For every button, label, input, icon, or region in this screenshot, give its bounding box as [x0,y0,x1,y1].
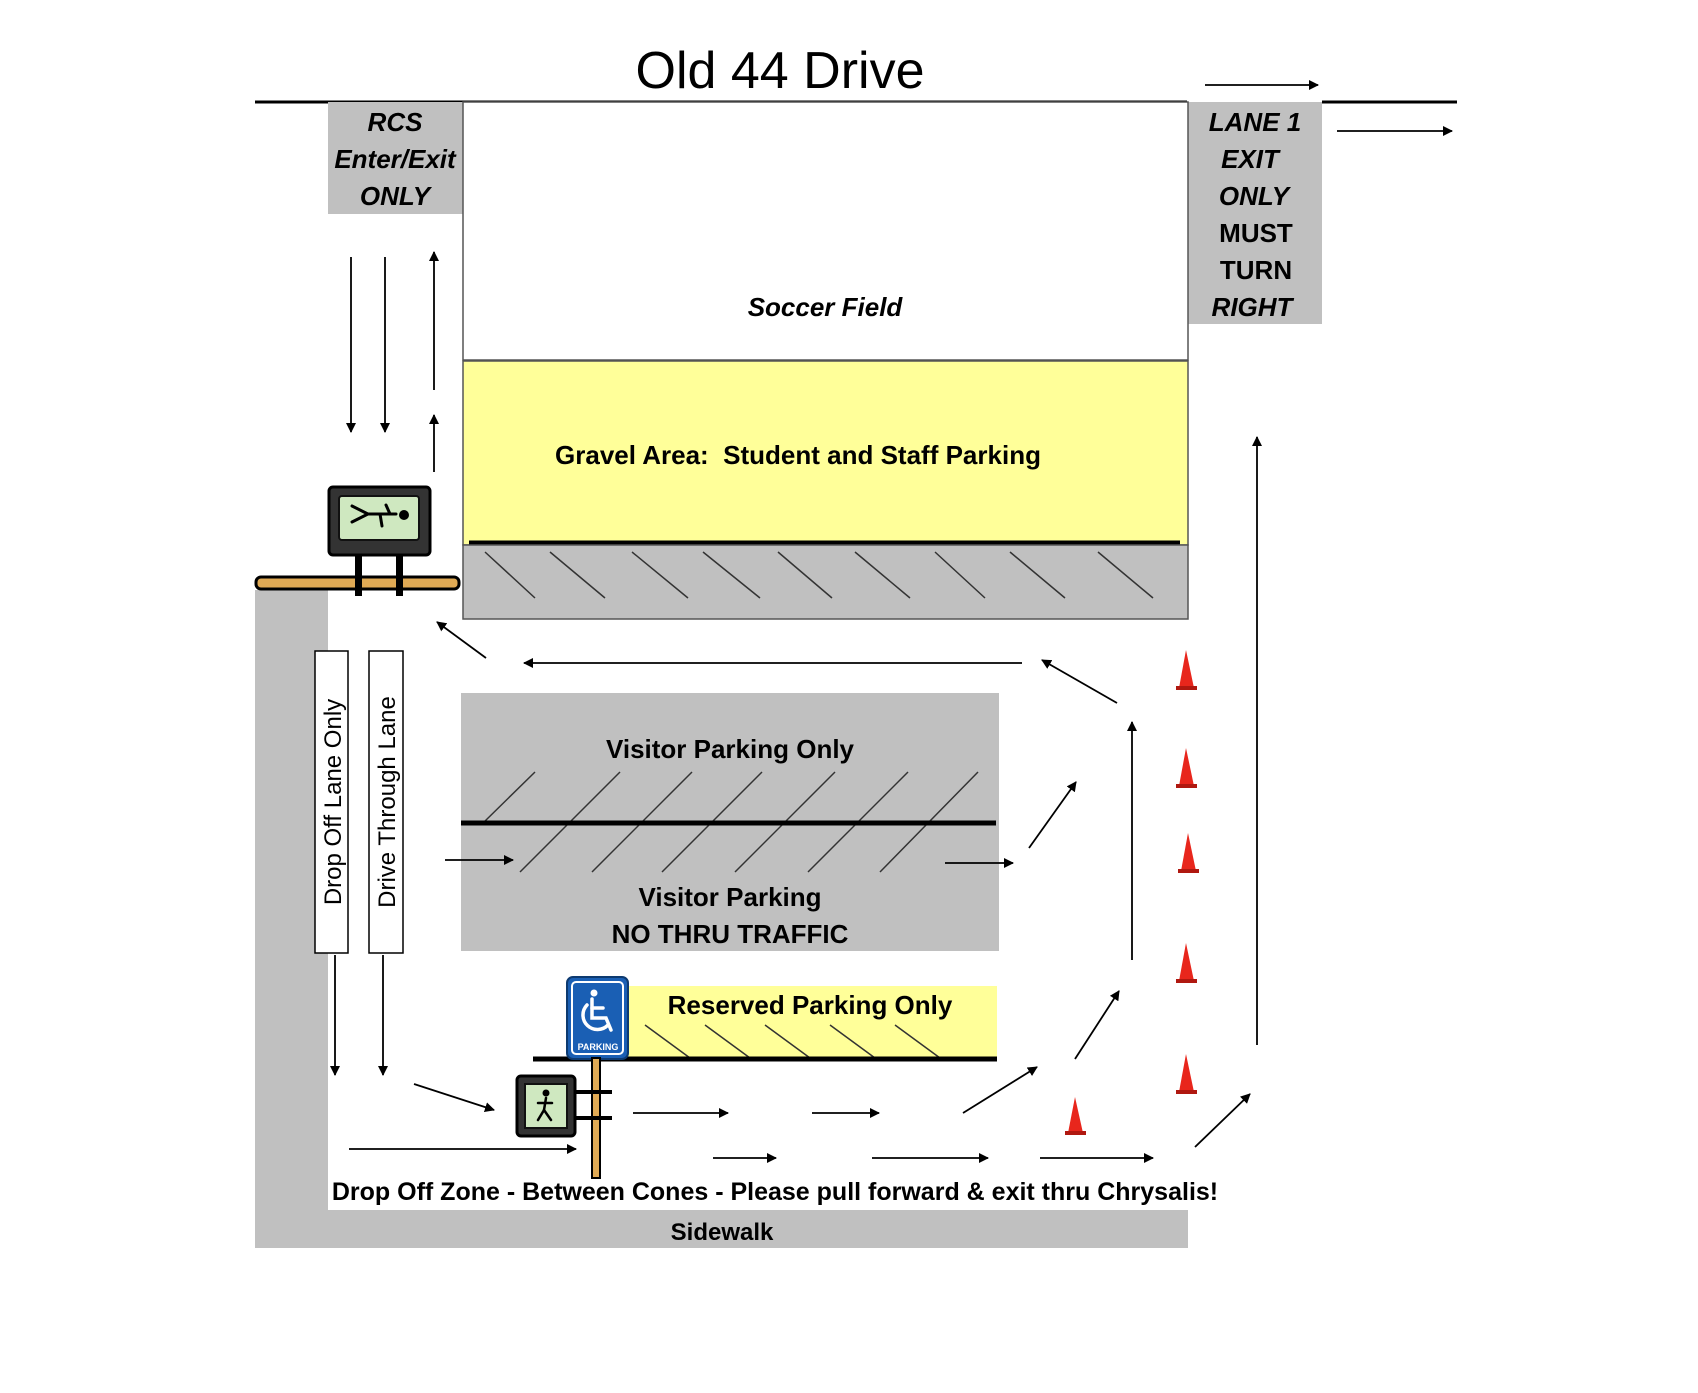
traffic-cones [1065,650,1199,1135]
traffic-cone-icon [1065,1097,1086,1135]
road-name: Old 44 Drive [636,42,925,100]
handicap-parking-sign: PARKING [566,976,629,1060]
gravel-parking-stalls [462,544,1189,620]
drop-off-lane-box: Drop Off Lane Only [314,650,349,954]
rcs-line-3: ONLY [360,181,433,211]
lane1-exit-sign: LANE 1 EXIT ONLY MUST TURN RIGHT [1188,102,1322,324]
lane1-line-5: TURN [1220,255,1292,285]
visitor-only-label: Visitor Parking Only [606,734,855,764]
sidewalk-label: Sidewalk [671,1219,774,1246]
lane1-line-2: EXIT [1221,144,1281,174]
lane1-line-6: RIGHT [1212,292,1295,322]
soccer-field-label: Soccer Field [748,292,904,322]
walking-person-icon [350,503,409,528]
lane1-line-1: LANE 1 [1209,107,1301,137]
wheelchair-icon [581,989,613,1032]
lane1-line-3: ONLY [1219,181,1292,211]
traffic-cone-icon [1176,943,1197,983]
visitor-label-line-1: Visitor Parking [638,882,821,912]
walking-person-icon-small [536,1089,554,1122]
traffic-cone-icon [1178,833,1199,873]
rcs-line-1: RCS [368,107,424,137]
soccer-field: Soccer Field [462,101,1189,361]
handicap-sign-text: PARKING [578,1042,619,1052]
rcs-entrance-sign: RCS Enter/Exit ONLY [328,102,463,214]
lane1-line-4: MUST [1219,218,1293,248]
drop-off-lane-label: Drop Off Lane Only [320,699,347,905]
gravel-parking-area: Gravel Area: Student and Staff Parking [462,360,1189,548]
pedestrian-signal-top [327,485,432,596]
traffic-cone-icon [1176,650,1197,690]
gravel-parking-label: Gravel Area: Student and Staff Parking [555,440,1041,470]
traffic-arrows [330,80,1453,1163]
drop-off-zone-label: Drop Off Zone - Between Cones - Please p… [332,1178,1218,1206]
visitor-label-line-2: NO THRU TRAFFIC [612,919,849,949]
traffic-cone-icon [1176,1054,1197,1094]
visitor-parking-area: Visitor Parking Only Visitor Parking NO … [461,693,999,951]
pedestrian-signal-bottom [515,1057,612,1179]
rcs-line-2: Enter/Exit [334,144,457,174]
drive-through-lane-box: Drive Through Lane [368,650,404,954]
drive-through-lane-label: Drive Through Lane [374,696,401,908]
reserved-label: Reserved Parking Only [668,990,953,1020]
reserved-parking-area: Reserved Parking Only [533,986,997,1062]
traffic-cone-icon [1176,748,1197,788]
